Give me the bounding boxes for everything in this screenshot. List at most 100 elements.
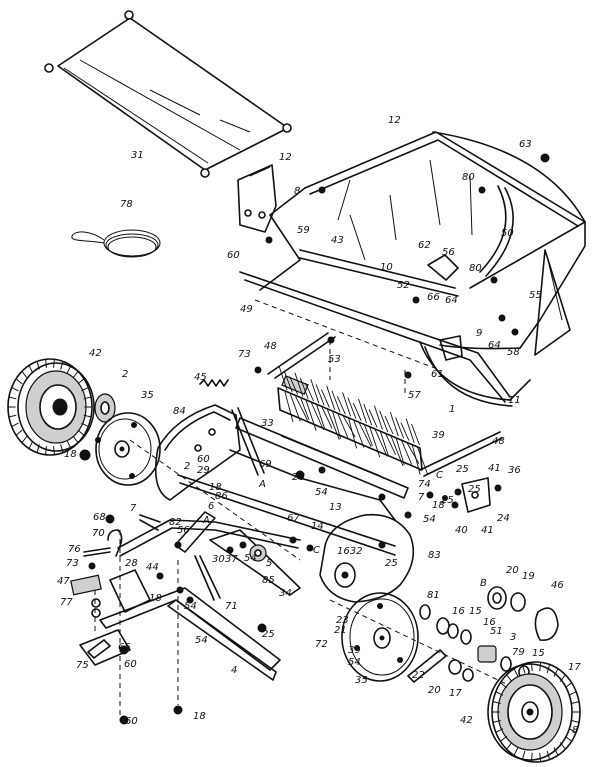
brush-bristle	[385, 433, 397, 455]
callout-label: 23	[336, 615, 349, 626]
callout-label: 10	[380, 262, 393, 273]
callout-label: 30	[212, 554, 225, 565]
callout-label: 34	[279, 588, 292, 599]
callout-label: 75	[76, 660, 89, 671]
callout-label: 74	[418, 479, 431, 490]
callout-label: 70	[92, 528, 105, 539]
brush-bristle	[305, 400, 317, 431]
tread-mark	[546, 750, 551, 760]
callout-label: 18	[209, 482, 222, 493]
callout-label: 24	[497, 513, 510, 524]
brush-bristle	[411, 423, 420, 446]
tread-mark	[83, 396, 92, 400]
part-41-bracket	[442, 477, 502, 513]
callout-label: 12	[279, 152, 292, 163]
tread-mark	[81, 387, 89, 392]
tread-mark	[559, 674, 566, 682]
callout-label: 71	[225, 601, 238, 612]
tread-mark	[36, 361, 40, 370]
brush-bristle	[368, 409, 378, 428]
brush-bristle	[284, 391, 294, 423]
callout-label: 16	[452, 606, 465, 617]
callout-label: 39	[432, 430, 445, 441]
hopper-hardware	[254, 153, 550, 379]
brush-bristle	[332, 411, 342, 439]
tread-mark	[513, 747, 519, 756]
assembly-centerlines	[94, 299, 441, 715]
callout-label: 49	[240, 304, 253, 315]
callout-label: 35	[141, 390, 154, 401]
brush-bristle	[331, 390, 341, 413]
brush-bristle	[326, 385, 336, 410]
part-84-frame	[154, 404, 265, 501]
callout-label: 13	[329, 502, 342, 513]
tread-mark	[500, 682, 508, 689]
callout-label: 63	[519, 139, 532, 150]
part-42-wheel-left	[7, 358, 95, 456]
tread-mark	[506, 674, 513, 682]
tread-mark	[81, 422, 89, 427]
tread-mark	[66, 440, 72, 449]
brush-bristle	[352, 402, 362, 421]
callout-label: 2	[184, 461, 190, 472]
tread-mark	[500, 735, 508, 742]
callout-label: 8	[294, 186, 300, 197]
brush-bristle	[401, 440, 413, 465]
callout-label: 15	[532, 648, 545, 659]
callout-label: 86	[215, 491, 228, 502]
tread-mark	[66, 365, 72, 374]
callout-label: 12	[388, 115, 401, 126]
tread-mark	[568, 691, 577, 696]
callout-label: 47	[57, 576, 70, 587]
callout-label: 80	[462, 172, 475, 183]
tread-mark	[546, 664, 551, 674]
callout-label: 25	[441, 495, 454, 506]
callout-label: 66	[427, 292, 440, 303]
tread-mark	[15, 378, 23, 385]
callout-label: 78	[120, 199, 133, 210]
callout-label: 18	[64, 449, 77, 460]
brush-bristle	[353, 420, 365, 448]
callout-label: 59	[297, 225, 310, 236]
callout-label: 6	[208, 501, 214, 512]
callout-label: 48	[492, 436, 505, 447]
callout-label: 25	[385, 558, 398, 569]
part-35-hub-right	[341, 592, 419, 682]
tread-mark	[564, 735, 572, 742]
callout-label: 55	[529, 290, 542, 301]
brush-bristle	[379, 431, 389, 456]
brush-bristle	[358, 398, 367, 424]
callout-label: 50	[501, 228, 514, 239]
brush-bristle	[294, 372, 304, 397]
callout-label: 5	[266, 558, 272, 569]
callout-label: 46	[551, 580, 564, 591]
callout-label: 2	[122, 369, 128, 380]
tread-mark	[539, 662, 542, 672]
callout-label: 64	[488, 340, 501, 351]
brush-bristle	[406, 442, 420, 464]
callout-label: 72	[315, 639, 328, 650]
tread-mark	[45, 359, 47, 368]
callout-label: 3	[510, 632, 516, 643]
brush-bristle	[278, 365, 288, 391]
tread-mark	[77, 378, 85, 385]
brush-bristle	[348, 418, 358, 449]
callout-label: 36	[508, 465, 521, 476]
callout-label: 58	[507, 347, 520, 358]
callout-label: 18	[193, 711, 206, 722]
part-45-spring	[199, 379, 229, 387]
brush-bristle	[405, 418, 415, 443]
tread-mark	[11, 387, 19, 392]
callout-label: 21	[334, 625, 347, 636]
callout-label: 52	[397, 280, 410, 291]
tread-mark	[36, 444, 40, 453]
callout-label: 7	[130, 503, 137, 514]
callout-label: 35	[355, 675, 368, 686]
callout-label: 65	[118, 642, 131, 653]
part-1-brush	[277, 365, 428, 475]
callout-label: 48	[264, 341, 277, 352]
tread-mark	[564, 682, 572, 689]
callout-label: 54	[195, 635, 208, 646]
brush-bristle	[336, 396, 346, 415]
